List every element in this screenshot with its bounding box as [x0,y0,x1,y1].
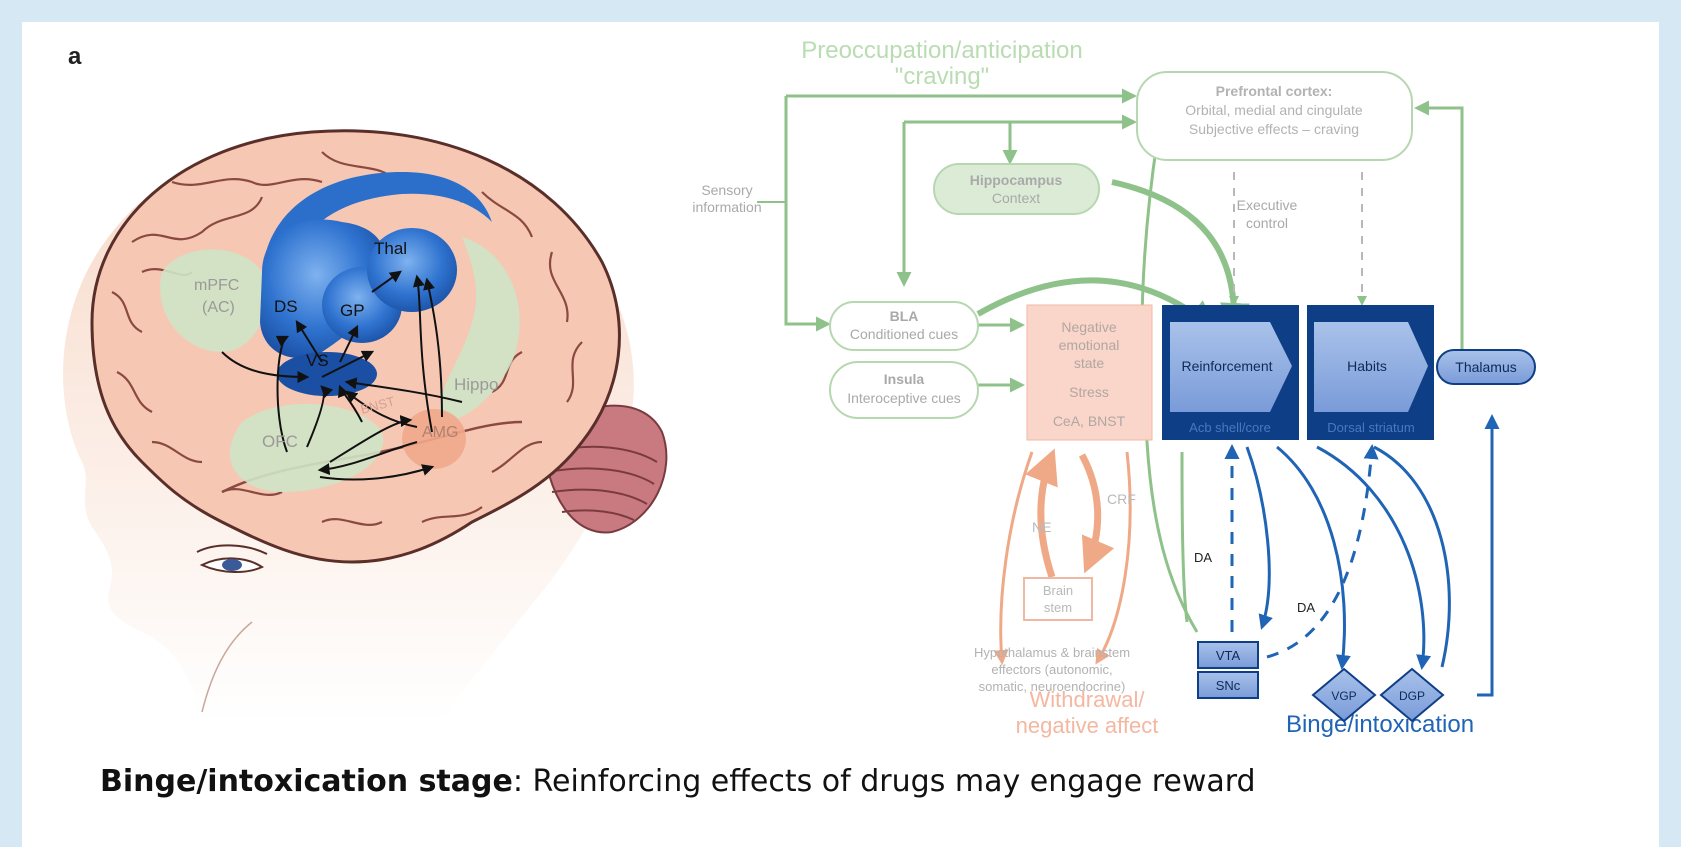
reinforcement-label: Reinforcement [1181,358,1272,374]
habits-label: Habits [1347,358,1387,374]
neg-line2: emotional [1059,337,1120,353]
eye-iris [222,559,242,571]
hypo-line3: somatic, neuroendocrine) [979,679,1126,694]
neg-stress: Stress [1069,384,1109,400]
circuit-diagram: Preoccupation/anticipation "craving" Wit… [692,37,1535,738]
executive-line2: control [1246,215,1288,231]
neg-line1: Negative [1061,319,1116,335]
brain-stem-line2: stem [1044,600,1072,615]
insula-title: Insula [884,371,925,387]
caption: Binge/intoxication stage: Reinforcing ef… [100,762,1660,802]
label-vs: VS [306,351,329,370]
brain-stem-line1: Brain [1043,583,1073,598]
label-hippo: Hippo [454,375,498,394]
acb-label: Acb shell/core [1189,420,1271,435]
label-mpfc: mPFC [194,277,239,294]
executive-line1: Executive [1237,197,1298,213]
label-da1: DA [1194,550,1212,565]
figure-canvas: a [22,22,1659,752]
label-ne: NE [1032,519,1051,535]
insula-sub: Interoceptive cues [847,390,961,406]
neg-line3: state [1074,355,1105,371]
prefrontal-title: Prefrontal cortex: [1216,83,1333,99]
label-ac: (AC) [202,299,235,316]
vgp-label: VGP [1331,689,1356,703]
panel-label: a [68,43,82,70]
neg-region: CeA, BNST [1053,413,1126,429]
stage-craving: "craving" [895,63,989,90]
dashed-executive [1234,172,1362,304]
figure-panel: a [22,22,1659,847]
sensory-line1: Sensory [701,182,752,198]
label-thal: Thal [374,239,407,258]
brain-illustration: mPFC (AC) DS GP Thal VS Hippo OFC AMG BN… [63,130,666,722]
bla-title: BLA [890,308,919,324]
hypo-line1: Hypothalamus & brainstem [974,645,1130,660]
vta-label: VTA [1216,648,1241,663]
label-ofc: OFC [262,432,298,451]
hippocampus-title: Hippocampus [970,172,1063,188]
snc-label: SNc [1216,678,1241,693]
hippocampus-sub: Context [992,190,1040,206]
label-gp: GP [340,301,365,320]
dorsal-label: Dorsal striatum [1327,420,1414,435]
stage-negative-affect: negative affect [1016,713,1159,738]
bla-sub: Conditioned cues [850,326,958,342]
label-crf: CRF [1107,491,1136,507]
caption-bold: Binge/intoxication stage [100,764,513,799]
label-ds: DS [274,297,298,316]
hypo-line2: effectors (autonomic, [991,662,1112,677]
salmon-connectors [1001,452,1130,662]
caption-rest: : Reinforcing effects of drugs may engag… [513,764,1256,799]
label-amg: AMG [422,424,458,441]
thalamus-label: Thalamus [1455,359,1516,375]
stage-binge: Binge/intoxication [1286,711,1474,738]
label-da2: DA [1297,600,1315,615]
prefrontal-line2: Orbital, medial and cingulate [1185,102,1363,118]
sensory-line2: information [692,199,761,215]
dgp-label: DGP [1399,689,1425,703]
stage-preoccupation: Preoccupation/anticipation [801,37,1083,64]
prefrontal-line3: Subjective effects – craving [1189,121,1359,137]
blue-connectors [1232,417,1492,695]
